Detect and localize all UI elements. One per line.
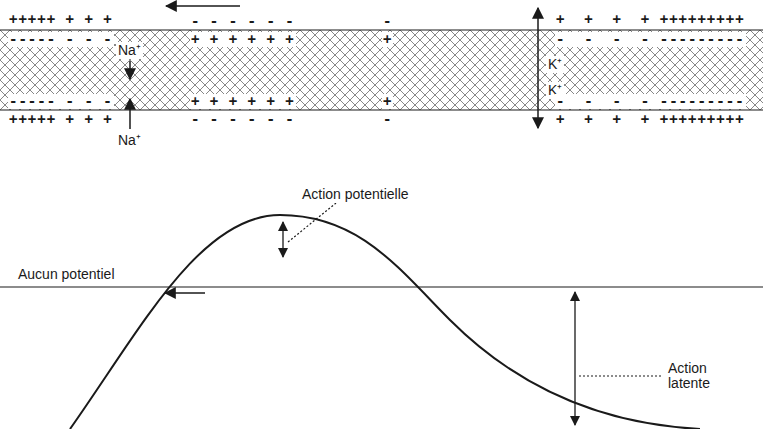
- measure-arrow: [282, 222, 283, 257]
- callout-label: Action potentielle: [300, 186, 411, 203]
- ion-label: Na⁺: [116, 132, 143, 149]
- potential-curve: [70, 215, 700, 429]
- charge-sign: +: [382, 94, 393, 109]
- charge-row: + + + + +++++++++: [555, 12, 746, 27]
- charge-sign: -: [382, 14, 393, 29]
- leader-line: [288, 203, 336, 242]
- baseline: [0, 286, 763, 287]
- direction-arrow: [166, 5, 240, 7]
- charge-row: + + + + + +: [190, 94, 296, 109]
- charge-row: ----- - - -: [8, 32, 114, 47]
- ion-arrow: [129, 99, 131, 129]
- charge-row: + + + + +++++++++: [555, 112, 746, 127]
- charge-row: - - - - - -: [190, 14, 296, 29]
- charge-row: - - - - - -: [190, 112, 296, 127]
- charge-row: - - - - ---------: [555, 32, 746, 47]
- ion-label: K⁺: [546, 56, 564, 73]
- membrane-edge: [0, 109, 763, 110]
- callout-label: Action latente: [666, 360, 742, 393]
- leader-line: [579, 375, 662, 376]
- charge-sign: -: [382, 112, 393, 127]
- direction-arrow: [165, 292, 205, 294]
- membrane-edge: [0, 29, 763, 30]
- baseline-label: Aucun potentiel: [16, 266, 117, 283]
- charge-row: + + + + + +: [190, 32, 296, 47]
- membrane-band: [0, 30, 763, 110]
- charge-row: +++++ + + +: [8, 12, 114, 27]
- measure-arrow: [574, 292, 575, 425]
- charge-row: - - - - ---------: [555, 94, 746, 109]
- charge-row: ----- - - -: [8, 94, 114, 109]
- charge-sign: +: [382, 32, 393, 47]
- charge-row: +++++ + + +: [8, 112, 114, 127]
- ion-arrow: [129, 61, 131, 79]
- ion-label: Na⁺: [116, 42, 143, 59]
- ion-arrow: [537, 8, 539, 128]
